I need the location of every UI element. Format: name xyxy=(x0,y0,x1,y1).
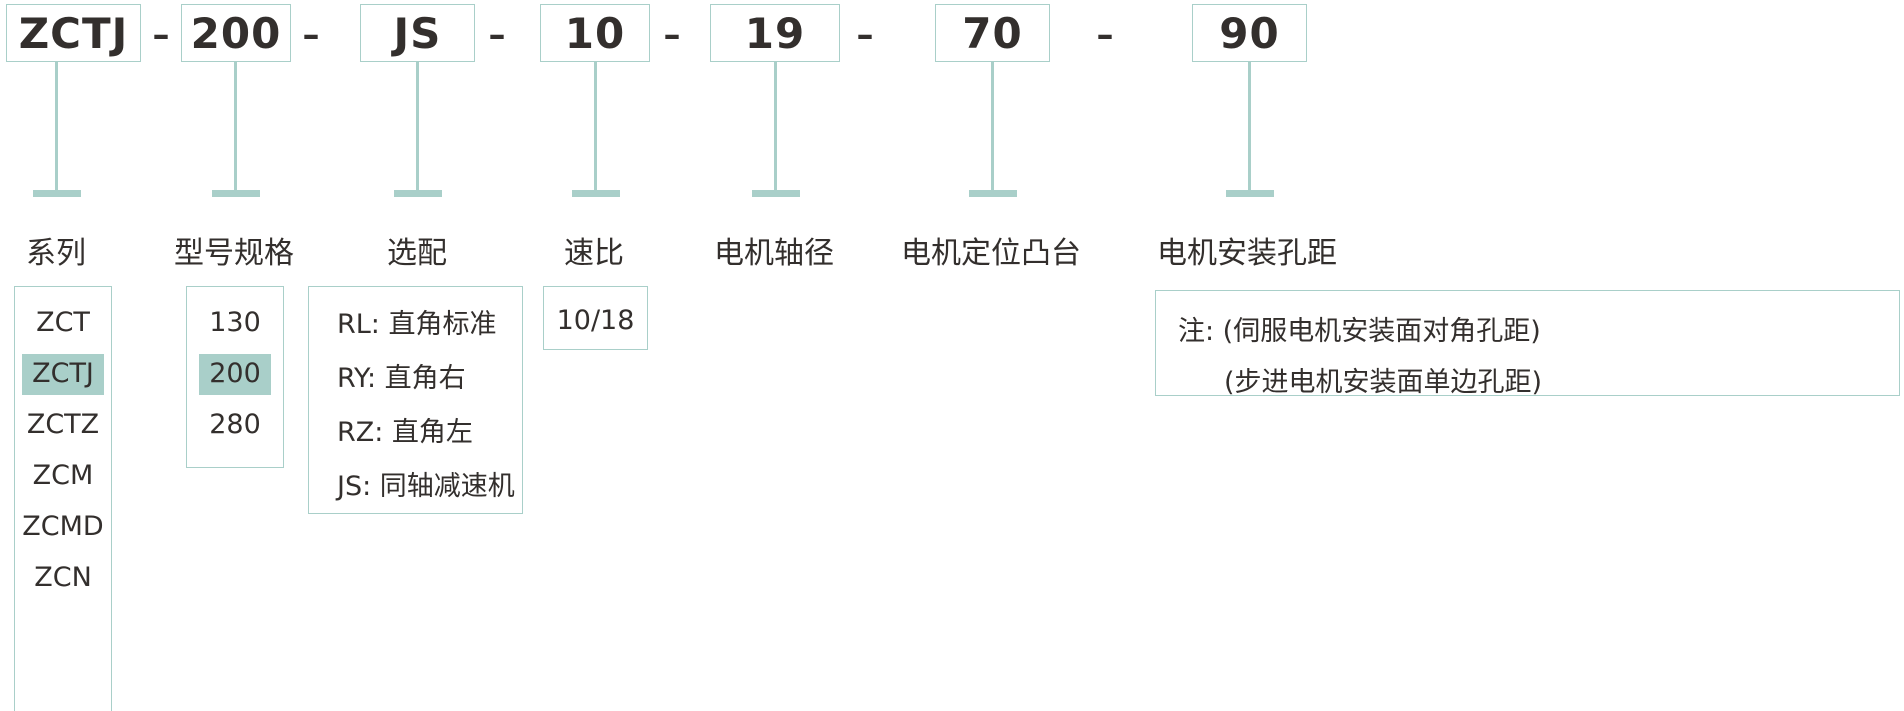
panel-optional: RL: 直角标准 RY: 直角右 RZ: 直角左 JS: 同轴减速机 xyxy=(308,286,523,514)
separator-5: – xyxy=(856,15,874,55)
option-label: RY: 直角右 xyxy=(337,363,466,394)
category-label-motor-pilot-boss: 电机定位凸台 xyxy=(901,236,1081,271)
panel-note: 注: (伺服电机安装面对角孔距) (步进电机安装面单边孔距) xyxy=(1155,290,1900,398)
code-box-optional[interactable]: JS xyxy=(360,4,475,62)
list-item[interactable]: ZCN xyxy=(15,558,111,599)
list-item[interactable]: 280 xyxy=(187,405,283,446)
stem-foot-ratio xyxy=(572,190,620,197)
code-box-series[interactable]: ZCTJ xyxy=(6,4,141,62)
stem-foot-model-spec xyxy=(212,190,260,197)
list-item[interactable]: RL: 直角标准 xyxy=(327,305,522,346)
stem-foot-motor-hole-pitch xyxy=(1226,190,1274,197)
panel-ratio: 10/18 xyxy=(543,286,648,350)
list-item[interactable]: ZCMD xyxy=(15,507,111,548)
code-box-motor-shaft-dia[interactable]: 19 xyxy=(710,4,840,62)
stem-optional xyxy=(416,62,419,190)
list-item[interactable]: RY: 直角右 xyxy=(327,359,522,400)
list-item[interactable]: JS: 同轴减速机 xyxy=(327,467,522,508)
list-item[interactable]: 10/18 xyxy=(544,301,647,342)
option-label: 10/18 xyxy=(556,305,635,336)
code-box-model-spec[interactable]: 200 xyxy=(181,4,291,62)
stem-ratio xyxy=(594,62,597,190)
panel-series: ZCT ZCTJ ZCTZ ZCM ZCMD ZCN xyxy=(14,286,112,711)
category-label-optional: 选配 xyxy=(387,236,447,271)
note-line-2: (步进电机安装面单边孔距) xyxy=(1224,367,1543,398)
separator-3: – xyxy=(488,15,506,55)
option-label: ZCT xyxy=(36,307,90,338)
separator-4: – xyxy=(663,15,681,55)
stem-model-spec xyxy=(234,62,237,190)
stem-foot-motor-shaft-dia xyxy=(752,190,800,197)
option-label-selected: ZCTJ xyxy=(22,354,104,395)
stem-series xyxy=(55,62,58,190)
separator-1: – xyxy=(152,15,170,55)
option-label: ZCTZ xyxy=(26,409,100,440)
category-label-motor-hole-pitch: 电机安装孔距 xyxy=(1157,236,1337,271)
option-label: JS: 同轴减速机 xyxy=(337,471,515,502)
option-label: ZCN xyxy=(34,562,92,593)
option-label: 130 xyxy=(209,307,261,338)
stem-foot-optional xyxy=(394,190,442,197)
panel-model-spec: 130 200 280 xyxy=(186,286,284,468)
list-item[interactable]: ZCTJ xyxy=(15,354,111,395)
option-label-selected: 200 xyxy=(199,354,271,395)
list-item[interactable]: 130 xyxy=(187,303,283,344)
category-label-ratio: 速比 xyxy=(564,236,624,271)
list-item[interactable]: 200 xyxy=(187,354,283,395)
list-item[interactable]: ZCTZ xyxy=(15,405,111,446)
code-box-motor-pilot-boss[interactable]: 70 xyxy=(935,4,1050,62)
option-label: RL: 直角标准 xyxy=(337,309,497,340)
list-item[interactable]: ZCT xyxy=(15,303,111,344)
stem-foot-motor-pilot-boss xyxy=(969,190,1017,197)
option-label: 280 xyxy=(209,409,261,440)
code-box-motor-hole-pitch[interactable]: 90 xyxy=(1192,4,1307,62)
separator-2: – xyxy=(302,15,320,55)
option-label: ZCMD xyxy=(22,511,104,542)
stem-foot-series xyxy=(33,190,81,197)
note-line-1: 注: (伺服电机安装面对角孔距) xyxy=(1178,316,1541,347)
separator-6: – xyxy=(1096,15,1114,55)
list-item[interactable]: RZ: 直角左 xyxy=(327,413,522,454)
category-label-series: 系列 xyxy=(26,236,86,271)
list-item[interactable]: ZCM xyxy=(15,456,111,497)
category-label-motor-shaft-dia: 电机轴径 xyxy=(714,236,834,271)
option-label: RZ: 直角左 xyxy=(337,417,473,448)
category-label-model-spec: 型号规格 xyxy=(174,236,294,271)
code-box-ratio[interactable]: 10 xyxy=(540,4,650,62)
stem-motor-hole-pitch xyxy=(1248,62,1251,190)
option-label: ZCM xyxy=(32,460,94,491)
stem-motor-shaft-dia xyxy=(774,62,777,190)
stem-motor-pilot-boss xyxy=(991,62,994,190)
